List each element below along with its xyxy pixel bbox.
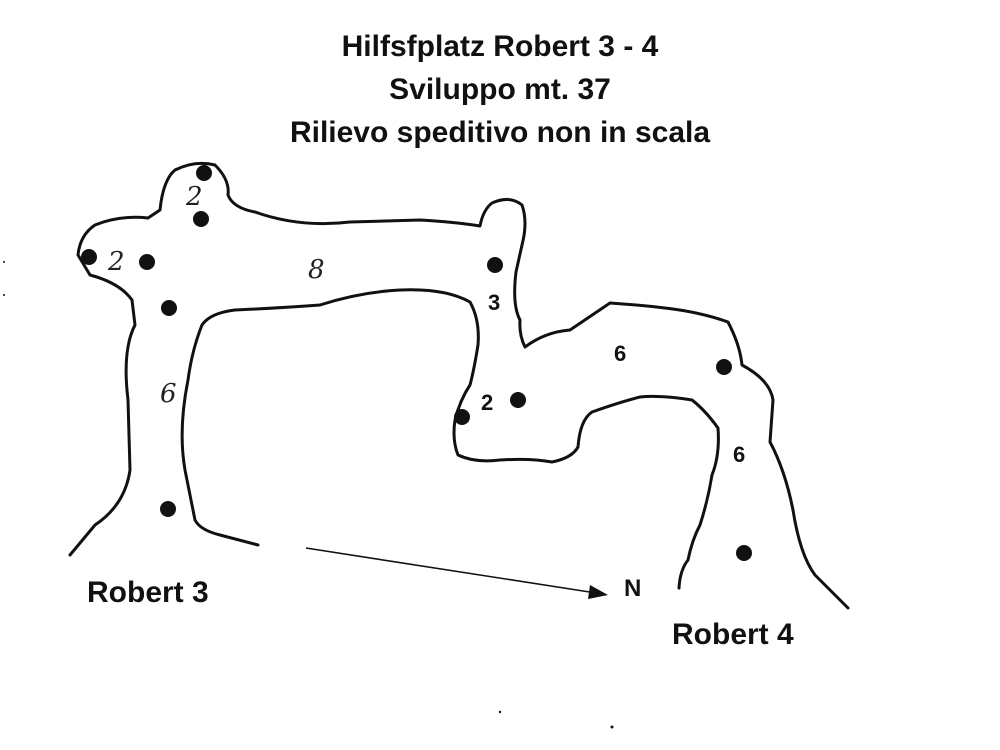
- length-exit-passage: 6: [733, 442, 745, 467]
- speck-mark: [498, 710, 502, 714]
- entrance-label-robert-4: Robert 4: [672, 618, 794, 651]
- station-marker: [454, 409, 470, 425]
- speck-mark: [3, 261, 5, 263]
- north-arrow-shaft: [305, 547, 597, 594]
- length-main-gallery: 8: [308, 255, 325, 285]
- station-marker: [487, 257, 503, 273]
- survey-title: Hilfsfplatz Robert 3 - 4: [341, 30, 659, 63]
- survey-note: Rilievo speditivo non in scala: [289, 116, 711, 149]
- entrance-label-robert-3: Robert 3: [87, 576, 209, 609]
- station-marker: [161, 300, 177, 316]
- length-branch-top: 2: [185, 182, 203, 212]
- speck-mark: [610, 725, 614, 729]
- station-marker: [193, 211, 209, 227]
- station-marker: [736, 545, 752, 561]
- station-marker: [81, 249, 97, 265]
- length-lower-gallery: 6: [614, 341, 626, 366]
- station-marker: [160, 501, 176, 517]
- north-arrow-head: [588, 585, 608, 599]
- station-marker: [716, 359, 732, 375]
- station-marker: [196, 165, 212, 181]
- station-marker: [139, 254, 155, 270]
- north-label: N: [624, 575, 642, 602]
- survey-length: Sviluppo mt. 37: [389, 73, 611, 106]
- cave-outline-upper: [68, 161, 850, 610]
- length-branch-left: 2: [107, 247, 125, 277]
- length-shaft-left: 6: [160, 379, 177, 409]
- station-marker: [510, 392, 526, 408]
- length-descent: 3: [488, 290, 500, 315]
- cave-outline-lower: [180, 288, 720, 590]
- length-lower-branch: 2: [481, 390, 493, 415]
- speck-mark: [3, 294, 5, 296]
